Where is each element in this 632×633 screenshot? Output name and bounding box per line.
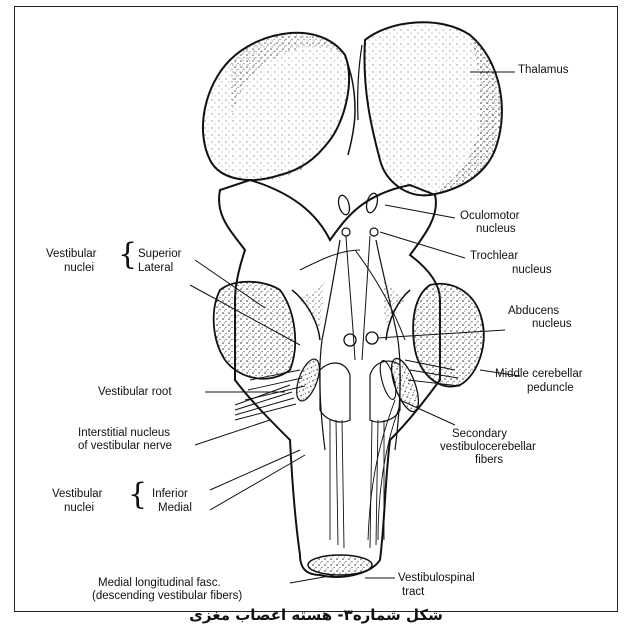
label-vestibulospinal-line1: Vestibulospinal (398, 572, 475, 585)
label-superior: Superior (138, 248, 181, 261)
label-vestibular-nuclei-top-line2: nuclei (64, 262, 94, 275)
label-mlf-line1: Medial longitudinal fasc. (98, 577, 221, 590)
label-mlf-line2: (descending vestibular fibers) (92, 590, 242, 603)
label-interstitial-line1: Interstitial nucleus (78, 427, 170, 440)
label-abducens-line1: Abducens (508, 305, 559, 318)
label-middle-cerebellar-line1: Middle cerebellar (495, 368, 583, 381)
label-lateral: Lateral (138, 262, 173, 275)
label-vestibular-nuclei-bottom-line2: nuclei (64, 502, 94, 515)
oculomotor-nucleus-left (337, 194, 352, 216)
figure-caption: شکل شماره۳- هسته اعصاب مغزی (0, 606, 632, 624)
label-vestibulospinal-line2: tract (402, 586, 424, 599)
label-abducens-line2: nucleus (532, 318, 572, 331)
brace-top: { (118, 240, 137, 270)
peduncle-left (214, 282, 296, 379)
label-vestibular-nuclei-top-line1: Vestibular (46, 248, 97, 261)
label-secondary-line3: fibers (475, 454, 503, 467)
label-trochlear-line1: Trochlear (470, 250, 518, 263)
label-medial: Medial (158, 502, 192, 515)
label-oculomotor-line2: nucleus (476, 223, 516, 236)
brace-bottom: { (128, 480, 147, 510)
label-vestibular-nuclei-bottom-line1: Vestibular (52, 488, 103, 501)
label-trochlear-line2: nucleus (512, 264, 552, 277)
label-secondary-line2: vestibulocerebellar (440, 441, 536, 454)
label-secondary-line1: Secondary (452, 428, 507, 441)
label-oculomotor-line1: Oculomotor (460, 210, 519, 223)
label-vestibular-root: Vestibular root (98, 386, 172, 399)
medulla-cut-surface (308, 555, 372, 575)
label-thalamus: Thalamus (518, 64, 569, 77)
label-middle-cerebellar-line2: peduncle (527, 382, 574, 395)
label-interstitial-line2: of vestibular nerve (78, 440, 172, 453)
label-inferior: Inferior (152, 488, 188, 501)
